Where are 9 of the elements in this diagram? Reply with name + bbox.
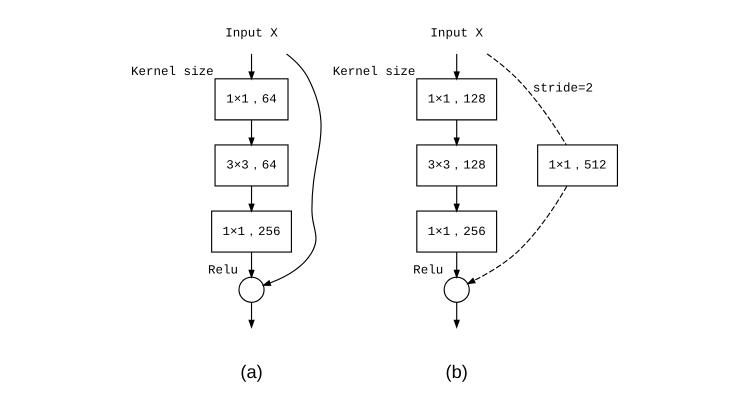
node-text: Input X [430, 26, 482, 40]
label: (b) [445, 361, 468, 382]
edge-label: stride=2 [532, 81, 592, 96]
node-label: Relu [208, 264, 238, 278]
node-label: Relu [412, 264, 443, 278]
label: (a) [240, 361, 262, 382]
node-label: Kernel size [130, 65, 214, 80]
node-text: Input X [224, 26, 278, 40]
node-label: Kernel size [332, 65, 415, 80]
